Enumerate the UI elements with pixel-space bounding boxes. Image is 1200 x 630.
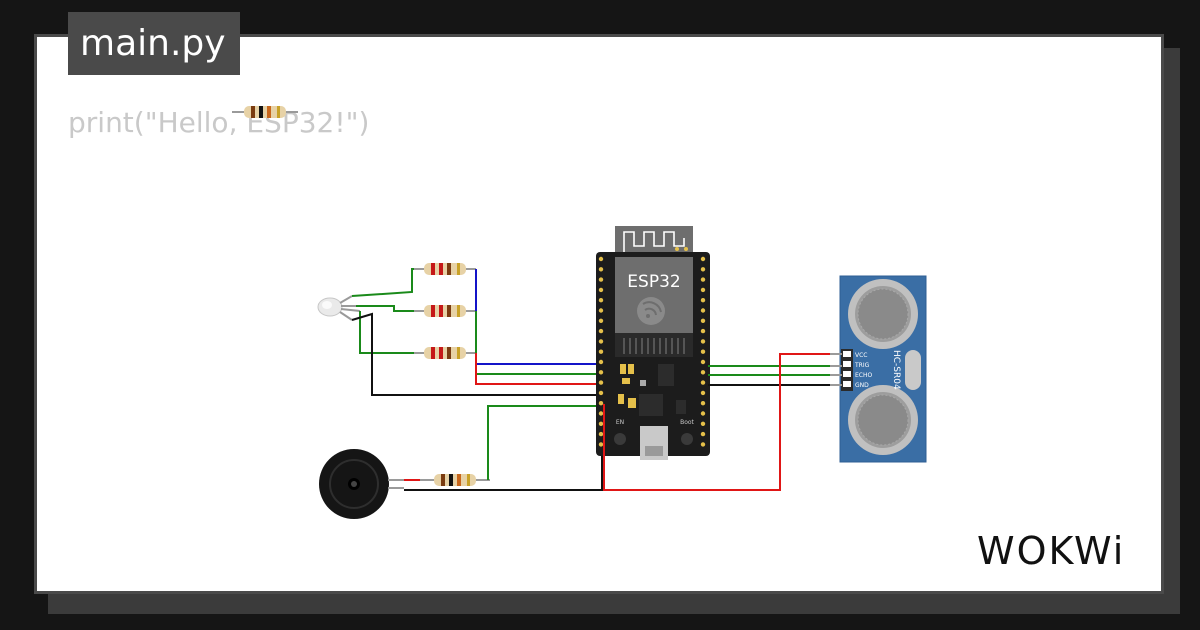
sensor-model-label: HC-SR04: [891, 350, 901, 390]
buzzer-wires[interactable]: [404, 404, 603, 491]
header-pin[interactable]: [700, 431, 706, 437]
header-pin[interactable]: [700, 318, 706, 323]
header-pin[interactable]: [598, 328, 604, 334]
header-pin[interactable]: [598, 359, 604, 365]
header-pin[interactable]: [700, 256, 706, 262]
hc-sr04-sensor[interactable]: VCC TRIG ECHO GND HC-SR04: [839, 275, 927, 463]
led-wires[interactable]: [351, 268, 598, 396]
resistor-led-1[interactable]: [414, 263, 476, 275]
header-pin[interactable]: [700, 370, 706, 375]
header-pin[interactable]: [598, 256, 604, 262]
header-pin[interactable]: [700, 308, 706, 313]
file-tab-main-py[interactable]: main.py: [68, 12, 240, 75]
right-pin-header[interactable]: [700, 256, 706, 447]
boot-button-label: Boot: [680, 419, 694, 426]
header-pin[interactable]: [598, 277, 604, 282]
header-pin[interactable]: [598, 318, 604, 323]
resistor-led-2[interactable]: [414, 305, 476, 317]
board-label: ESP32: [627, 272, 680, 292]
header-pin[interactable]: [700, 298, 706, 303]
sensor-wires[interactable]: [603, 353, 830, 491]
header-pin[interactable]: [700, 390, 706, 396]
header-pin[interactable]: [700, 442, 706, 447]
left-pin-header[interactable]: [598, 256, 604, 447]
header-pin[interactable]: [598, 287, 604, 293]
resistor-buzzer[interactable]: [420, 474, 490, 486]
header-pin[interactable]: [598, 267, 604, 272]
header-pin[interactable]: [700, 359, 706, 365]
header-pin[interactable]: [598, 339, 604, 344]
wokwi-logo: WOKWi: [977, 529, 1125, 573]
header-pin[interactable]: [700, 277, 706, 282]
header-pin[interactable]: [598, 298, 604, 303]
header-pin[interactable]: [700, 339, 706, 344]
header-pin[interactable]: [598, 390, 604, 396]
resistor-led-3[interactable]: [414, 347, 476, 359]
header-pin[interactable]: [598, 308, 604, 313]
sensor-pin-gnd: GND: [855, 382, 869, 389]
sensor-pin-echo: ECHO: [855, 372, 872, 379]
header-pin[interactable]: [700, 267, 706, 272]
code-line: print("Hello, ESP32!"): [68, 106, 370, 139]
header-pin[interactable]: [598, 370, 604, 375]
header-pin[interactable]: [700, 287, 706, 293]
esp32-board[interactable]: ESP32 EN Boot: [596, 226, 710, 460]
rgb-led[interactable]: [317, 295, 361, 321]
buzzer[interactable]: [319, 449, 404, 519]
header-pin[interactable]: [700, 421, 706, 426]
header-pin[interactable]: [700, 349, 706, 354]
sensor-pin-vcc: VCC: [855, 352, 867, 359]
resistor-top[interactable]: [232, 106, 298, 118]
header-pin[interactable]: [700, 380, 706, 385]
header-pin[interactable]: [598, 442, 604, 447]
en-button-label: EN: [616, 419, 624, 426]
header-pin[interactable]: [700, 411, 706, 416]
sensor-pin-trig: TRIG: [854, 362, 870, 369]
sensor-pin-leads: [830, 353, 842, 386]
header-pin[interactable]: [598, 411, 604, 416]
header-pin[interactable]: [598, 401, 604, 406]
header-pin[interactable]: [598, 380, 604, 385]
header-pin[interactable]: [598, 349, 604, 354]
header-pin[interactable]: [598, 431, 604, 437]
header-pin[interactable]: [598, 421, 604, 426]
header-pin[interactable]: [700, 401, 706, 406]
wokwi-logo-text: WOKWi: [977, 529, 1125, 573]
header-pin[interactable]: [700, 328, 706, 334]
